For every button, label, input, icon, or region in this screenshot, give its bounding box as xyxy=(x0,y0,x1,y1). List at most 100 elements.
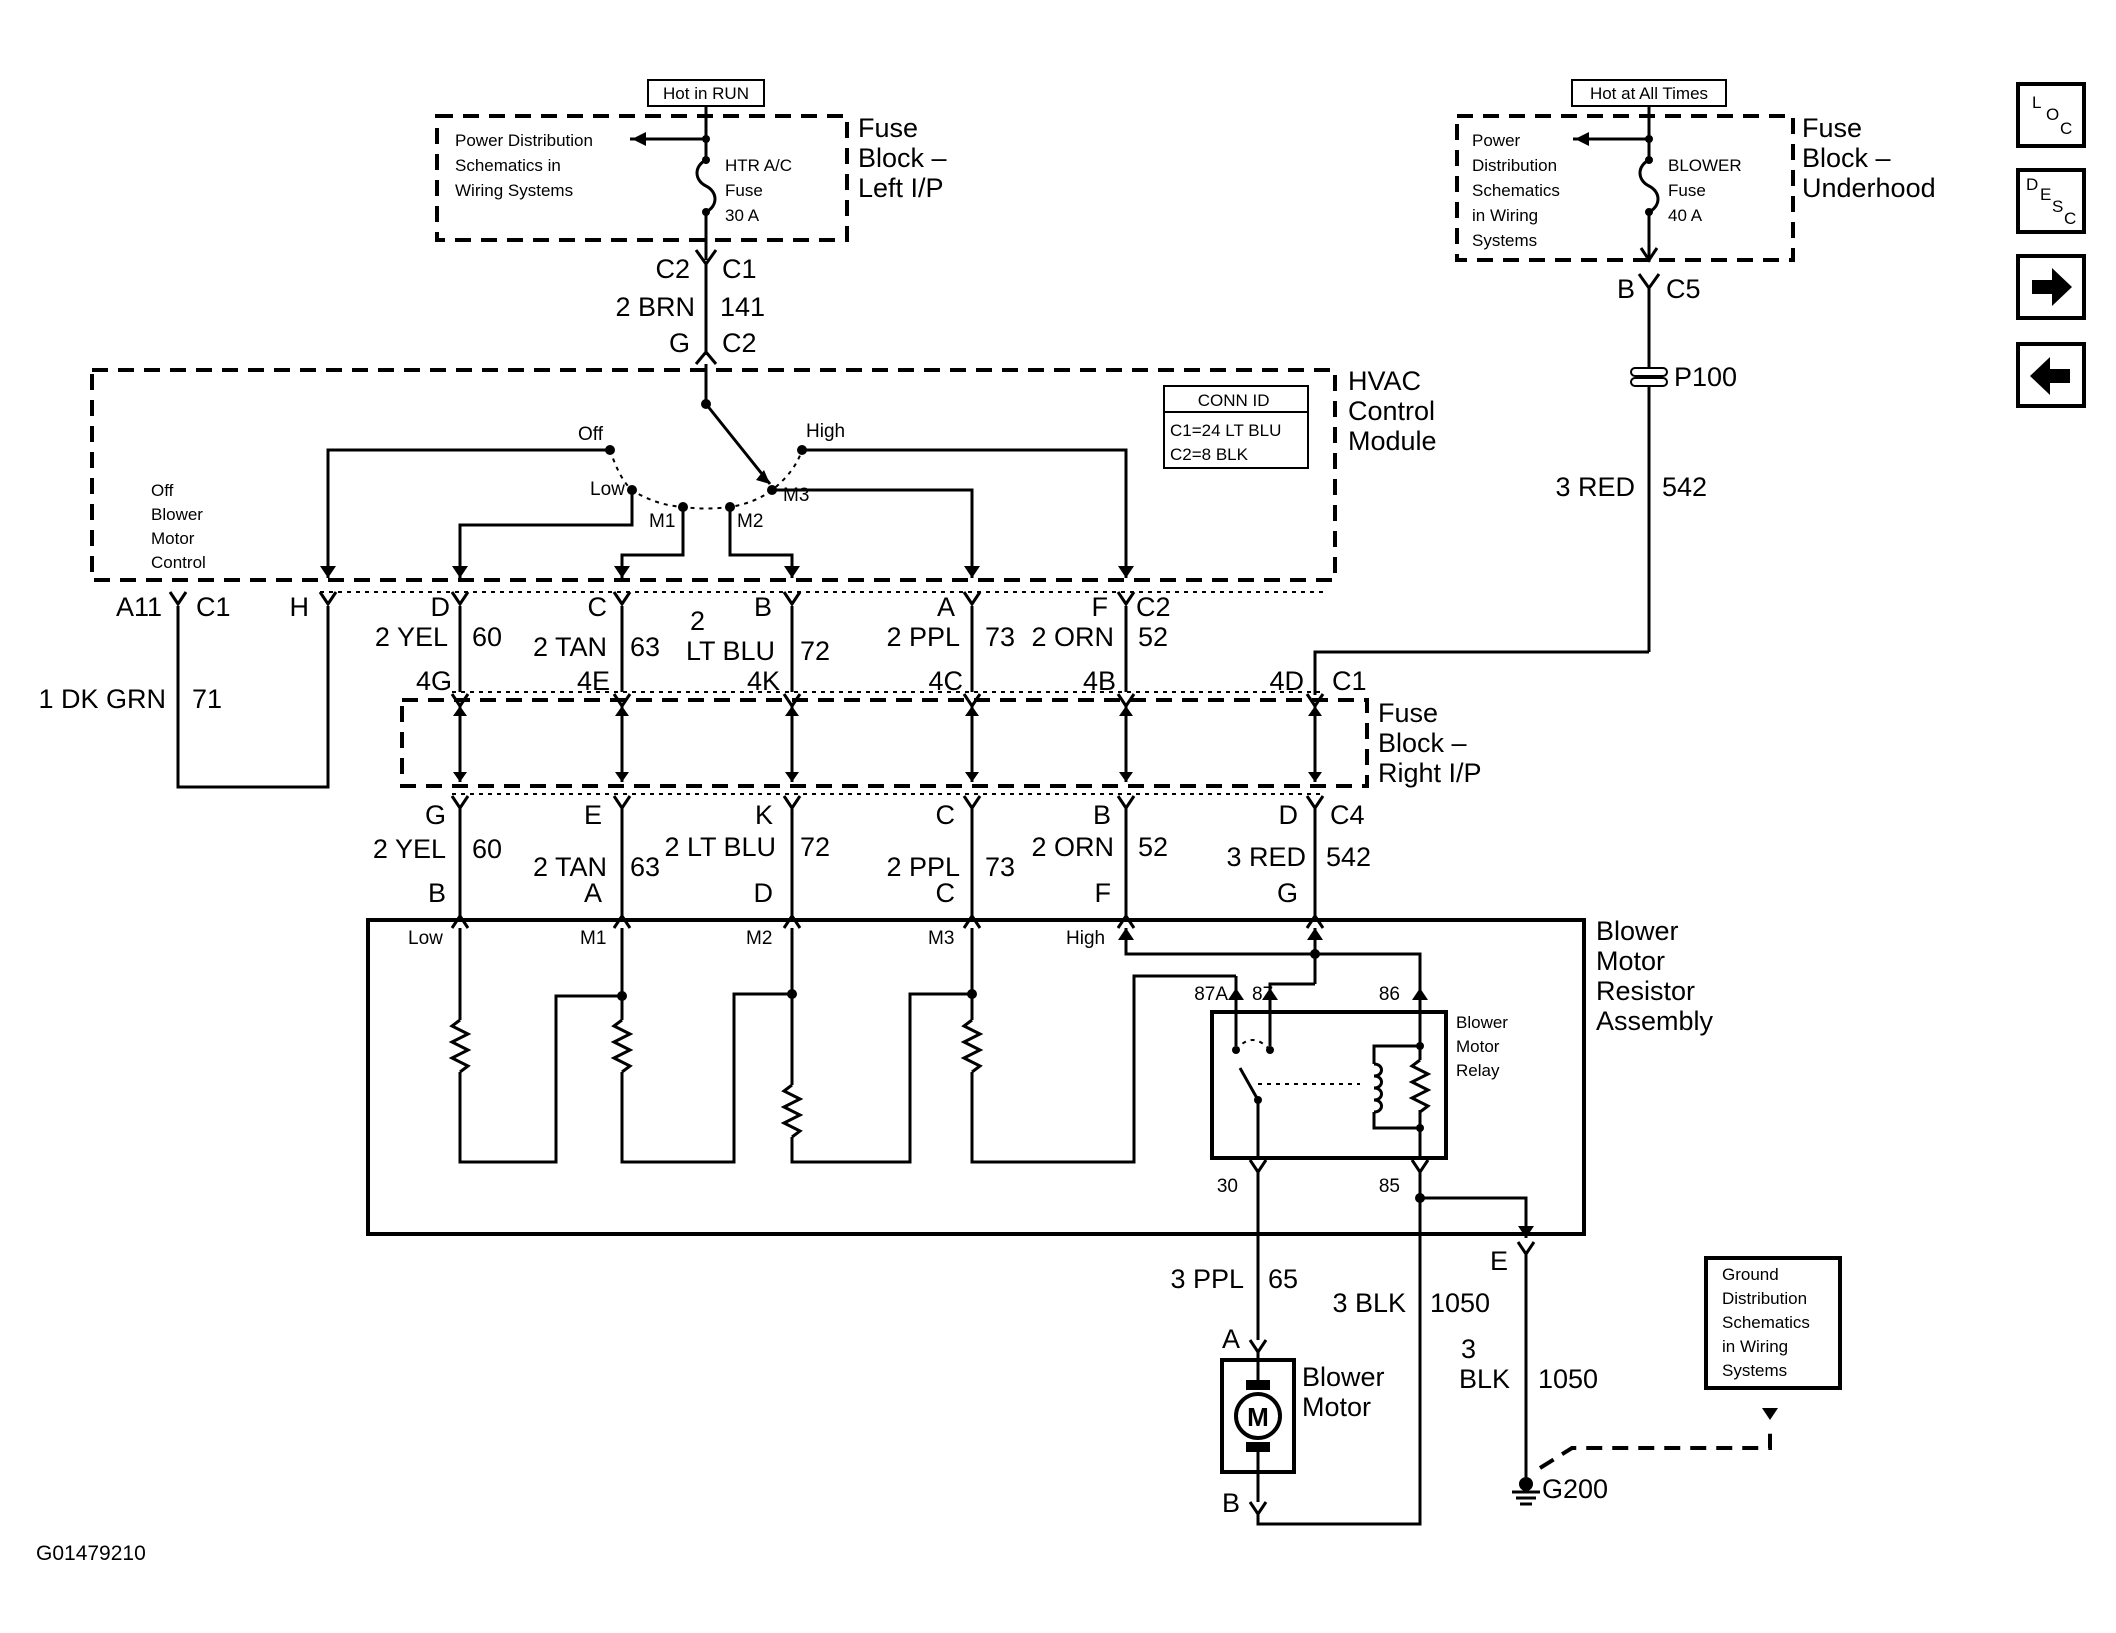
fuse-block-left-section: Hot in RUN Power Distribution Schematics… xyxy=(435,79,954,365)
splice-p100-label: P100 xyxy=(1674,362,1737,392)
module-connector-row: A11 C1 H D C B A F C2 xyxy=(116,591,1324,622)
relay-pin-86: 86 xyxy=(1379,984,1400,1005)
fuse-bottom-connector xyxy=(1305,795,1325,811)
conn-4e-label: 4E xyxy=(577,666,610,696)
hot-in-run-label: Hot in RUN xyxy=(663,84,749,103)
circuit-63b-label: 63 xyxy=(630,852,660,882)
desc-button[interactable]: D E S C xyxy=(2016,168,2086,234)
loc-button-o: O xyxy=(2046,105,2059,124)
conn-c5-label: C5 xyxy=(1666,274,1701,304)
conn-a-label: A xyxy=(937,592,955,622)
switch-m1-label: M1 xyxy=(649,511,675,532)
hvac-control-module: HVAC Control Module CONN ID C1=24 LT BLU… xyxy=(90,364,1443,582)
motor-conn-a: A xyxy=(1222,1324,1240,1354)
resistor-input-connector xyxy=(450,913,470,929)
circuit-52-label: 52 xyxy=(1138,622,1168,652)
fuse-bottom-connector xyxy=(1116,795,1136,811)
loc-button-l: L xyxy=(2032,93,2041,112)
conn-e2-label: E xyxy=(584,800,602,830)
wire-ppl3-label: 3 PPL xyxy=(1170,1264,1244,1294)
circuit-73-label: 73 xyxy=(985,622,1015,652)
conn-k2-label: K xyxy=(755,800,773,830)
conn-c1-fuse-label: C1 xyxy=(1332,666,1367,696)
switch-off-label: Off xyxy=(578,424,604,445)
wire-orn-label: 2 ORN xyxy=(1031,622,1114,652)
ground-g200-label: G200 xyxy=(1542,1474,1608,1504)
resistor-low-label: Low xyxy=(408,928,443,949)
desc-button-c: C xyxy=(2064,209,2076,228)
resistor-input-connector xyxy=(962,913,982,929)
forward-arrow-icon xyxy=(2032,268,2072,306)
wire-blk-3-label: 3 xyxy=(1461,1334,1476,1364)
wire-brn-label: 2 BRN xyxy=(615,292,695,322)
wire-tan-label: 2 TAN xyxy=(533,632,607,662)
ground-dist-label: Ground Distribution Schematics in Wiring… xyxy=(1722,1265,1815,1380)
circuit-72b-label: 72 xyxy=(800,832,830,862)
fuse-arrow-down xyxy=(615,772,629,782)
wire-tan2-label: 2 TAN xyxy=(533,852,607,882)
wire-yel2-label: 2 YEL xyxy=(373,834,446,864)
resistor-high-label: High xyxy=(1066,928,1105,949)
relay-pin-87: 87 xyxy=(1252,984,1273,1005)
conn-b-label: B xyxy=(754,592,772,622)
off-blower-motor-control-label: Off Blower Motor Control xyxy=(151,481,208,572)
fuse-arrow-up xyxy=(1308,706,1322,716)
wire-ltblu2-label: 2 LT BLU xyxy=(664,832,776,862)
wire-orn2-label: 2 ORN xyxy=(1031,832,1114,862)
conn-c2b2-label: C xyxy=(936,800,956,830)
back-button[interactable] xyxy=(2016,342,2086,408)
fuse-arrow-down xyxy=(1308,772,1322,782)
hvac-module-title: HVAC Control Module xyxy=(1348,366,1443,456)
circuit-73b-label: 73 xyxy=(985,852,1015,882)
hot-all-times-label: Hot at All Times xyxy=(1590,84,1708,103)
fuse-block-right: Fuse Block – Right I/P xyxy=(400,691,1482,788)
fuse-arrow-up xyxy=(1119,706,1133,716)
conn-b-c5-label: B xyxy=(1617,274,1635,304)
conn-c3-label: C xyxy=(936,878,956,908)
conn-d-label: D xyxy=(431,592,451,622)
blower-motor-title: Blower Motor xyxy=(1302,1362,1392,1422)
conn-4g-label: 4G xyxy=(416,666,452,696)
circuit-60-label: 60 xyxy=(472,622,502,652)
wire-ltblu-label: LT BLU xyxy=(686,636,775,666)
circuit-71-label: 71 xyxy=(192,684,222,714)
switch-high-label: High xyxy=(806,421,845,442)
resistor-input-connector xyxy=(1116,913,1136,929)
fuse-block-left-title: Fuse Block – Left I/P xyxy=(858,113,954,203)
relay-pin-87a: 87A xyxy=(1194,984,1228,1005)
wire-ppl2-label: 2 PPL xyxy=(886,852,960,882)
wire-blk-label: BLK xyxy=(1459,1364,1510,1394)
conn-c2-module-label: C2 xyxy=(1136,592,1171,622)
conn-c4-label: C4 xyxy=(1330,800,1365,830)
desc-button-s: S xyxy=(2052,197,2063,216)
fuse-arrow-up xyxy=(965,706,979,716)
fuse-arrow-down xyxy=(453,772,467,782)
figure-id: G01479210 xyxy=(36,1542,146,1565)
fuse-arrow-down xyxy=(965,772,979,782)
conn-c-label: C xyxy=(588,592,608,622)
circuit-52b-label: 52 xyxy=(1138,832,1168,862)
circuit-72-label: 72 xyxy=(800,636,830,666)
wire-red2-label: 3 RED xyxy=(1226,842,1306,872)
loc-button[interactable]: L O C xyxy=(2016,82,2086,148)
resistor-assembly-title: Blower Motor Resistor Assembly xyxy=(1596,916,1714,1036)
resistor-m3-label: M3 xyxy=(928,928,954,949)
back-arrow-icon xyxy=(2030,357,2070,395)
circuit-1050b-label: 1050 xyxy=(1538,1364,1598,1394)
circuit-542b-label: 542 xyxy=(1326,842,1371,872)
switch-low-label: Low xyxy=(590,479,625,500)
fuse-bottom-connector xyxy=(450,795,470,811)
circuit-1050-label: 1050 xyxy=(1430,1288,1490,1318)
conn-f3-label: F xyxy=(1095,878,1112,908)
fuse-arrow-up xyxy=(453,706,467,716)
forward-button[interactable] xyxy=(2016,254,2086,320)
conn-d2-label: D xyxy=(1279,800,1299,830)
conn-g2-label: G xyxy=(425,800,446,830)
fuse-arrow-down xyxy=(1119,772,1133,782)
htr-fuse-label: HTR A/C Fuse 30 A xyxy=(725,156,797,225)
ground-section: E 3 BLK 1050 G200 Ground Distribution Sc… xyxy=(1459,1241,1842,1506)
loc-button-c: C xyxy=(2060,119,2072,138)
relay-pin-30: 30 xyxy=(1217,1176,1238,1197)
resistor-input-connector xyxy=(612,913,632,929)
